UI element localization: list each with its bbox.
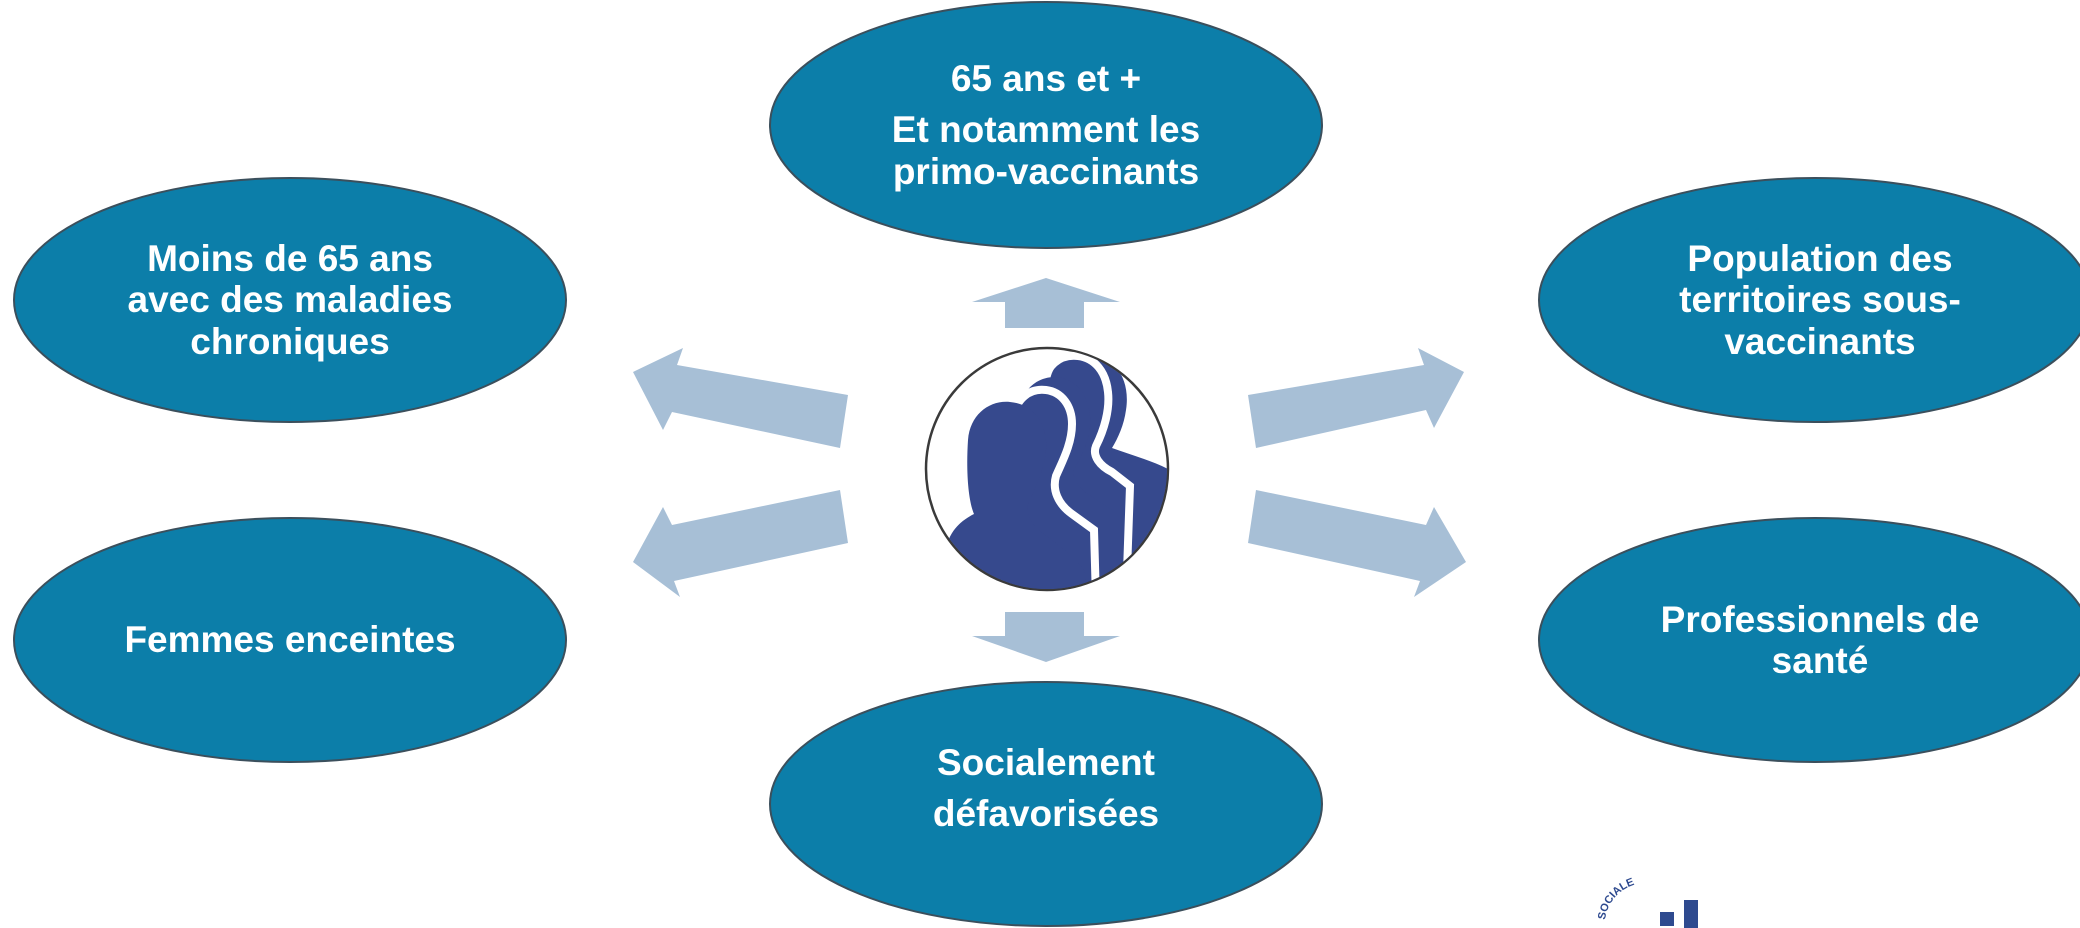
node-upper-left-line-2: avec des maladies	[127, 279, 453, 321]
node-lower-right-line-1: Professionnels de	[1660, 598, 1980, 640]
node-upper-left-line-3: chroniques	[190, 320, 390, 362]
node-upper-right-line-2: territoires sous-	[1679, 279, 1961, 321]
arrow-lower-left	[633, 490, 848, 597]
node-upper-right-line-1: Population des	[1687, 237, 1953, 279]
logo-arc-text: SOCIALE	[1596, 876, 1636, 921]
people-silhouette-icon	[924, 346, 1170, 592]
arrow-lower-right	[1248, 490, 1466, 597]
arrow-upper-left	[633, 348, 848, 448]
node-upper-left-line-1: Moins de 65 ans	[147, 237, 433, 279]
node-upper-right-ellipse	[1538, 177, 2080, 423]
node-bottom-line-1: Socialement	[937, 741, 1155, 783]
partial-logo: SOCIALE	[1596, 876, 1698, 928]
node-lower-left-line-1: Femmes enceintes	[124, 619, 456, 661]
node-bottom-ellipse	[769, 681, 1323, 927]
node-lower-right-line-2: santé	[1771, 640, 1869, 681]
arrow-down	[972, 612, 1120, 662]
node-upper-right-label: Population des territoires sous- vaccina…	[1590, 230, 2050, 370]
arrow-upper-right	[1248, 348, 1464, 448]
node-lower-right-label: Professionnels de santé	[1590, 598, 2050, 682]
node-top-label: 65 ans et + Et notamment les primo-vacci…	[830, 55, 1262, 195]
node-lower-left-ellipse	[13, 517, 567, 763]
node-top-line-3: primo-vaccinants	[892, 150, 1200, 192]
node-top-line-2: Et notamment les	[891, 109, 1201, 151]
node-upper-right-line-3: vaccinants	[1724, 320, 1916, 362]
node-bottom-line-2: défavorisées	[932, 793, 1160, 834]
node-top-line-1: 65 ans et +	[950, 57, 1142, 99]
node-upper-left-ellipse	[13, 177, 567, 423]
node-lower-right-ellipse	[1538, 517, 2080, 763]
node-bottom-label: Socialement défavorisées	[830, 726, 1262, 850]
node-top-ellipse	[769, 1, 1323, 249]
node-lower-left-label: Femmes enceintes	[60, 600, 520, 680]
node-upper-left-label: Moins de 65 ans avec des maladies chroni…	[60, 230, 520, 370]
arrow-up	[972, 278, 1120, 328]
